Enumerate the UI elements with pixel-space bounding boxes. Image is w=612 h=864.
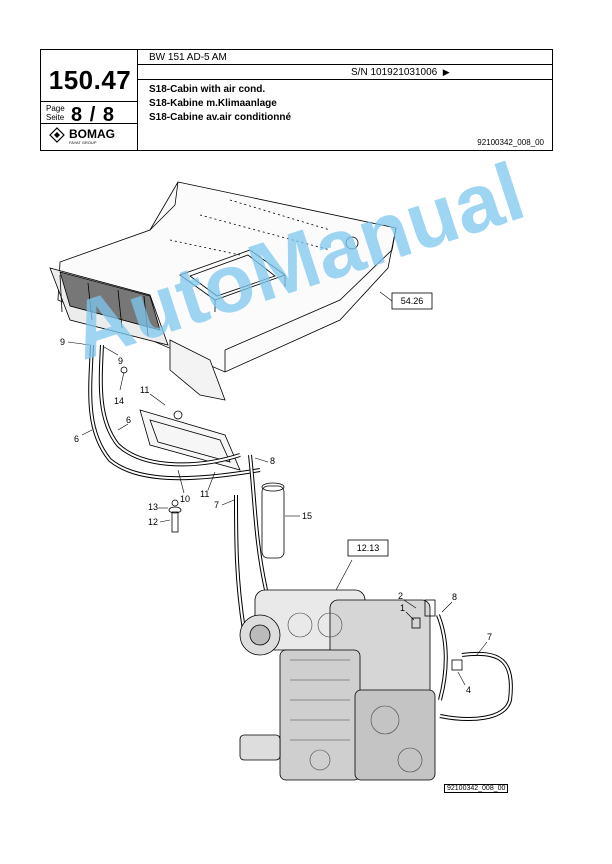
page-label-en: Page (46, 104, 65, 113)
callout-label: 10 (180, 494, 190, 504)
ref-box-12-13-label: 12.13 (357, 543, 380, 553)
callout-label: 12 (148, 517, 158, 527)
callout-label: 9 (60, 337, 65, 347)
model-name: BW 151 AD-5 AM (149, 52, 227, 63)
logo-diamond-icon (49, 127, 65, 143)
callout-label: 6 (74, 434, 79, 444)
leader-lines (67, 291, 488, 686)
divider (137, 64, 553, 65)
header-block: 150.47 Page Seite 8 / 8 BOMAG FAYAT GROU… (40, 49, 553, 151)
callout-label: 2 (398, 591, 403, 601)
cabin-floor-drawing (49, 181, 513, 781)
logo-diamond-inner-icon (54, 132, 60, 138)
callout-label: 14 (114, 396, 124, 406)
serial-number: S/N 101921031006 ▶ (351, 67, 450, 78)
page-label-de: Seite (46, 113, 65, 122)
serial-arrow-icon: ▶ (442, 67, 450, 77)
bomag-logo: BOMAG FAYAT GROUP (49, 126, 133, 151)
divider (137, 79, 553, 80)
doc-reference: 92100342_008_00 (477, 138, 544, 147)
title-en: S18-Cabin with air cond. (149, 84, 266, 95)
title-fr: S18-Cabine av.air conditionné (149, 112, 292, 123)
page-current: 8 (71, 104, 84, 126)
title-block: S18-Cabin with air cond. S18-Kabine m.Kl… (149, 83, 291, 125)
image-reference: 92100342_008_00 (444, 784, 509, 793)
page-separator: / (89, 104, 97, 126)
ref-box-12-13 (347, 539, 389, 557)
title-de: S18-Kabine m.Klimaanlage (149, 98, 277, 109)
callout-label: 7 (214, 500, 219, 510)
callout-label: 11 (140, 385, 149, 395)
ref-box-54-26-label: 54.26 (401, 296, 424, 306)
page-total: 8 (102, 104, 115, 126)
callout-label: 13 (148, 502, 158, 512)
brand-name: BOMAG (69, 127, 115, 141)
page-number: 8 / 8 (71, 104, 115, 127)
callout-label: 6 (126, 415, 131, 425)
serial-number-text: S/N 101921031006 (351, 67, 438, 78)
divider (137, 50, 138, 150)
callout-label: 7 (487, 632, 492, 642)
callout-label: 8 (270, 456, 275, 466)
callout-label: 9 (118, 356, 123, 366)
callout-label: 8 (452, 592, 457, 602)
divider (41, 101, 137, 102)
section-number: 150.47 (48, 65, 132, 95)
brand-sub: FAYAT GROUP (69, 140, 97, 145)
callout-label: 15 (302, 511, 312, 521)
callout-label: 11 (200, 489, 209, 499)
callout-label: 1 (400, 603, 405, 613)
ref-box-54-26 (391, 292, 433, 310)
divider (41, 123, 137, 124)
callout-label: 4 (466, 685, 471, 695)
